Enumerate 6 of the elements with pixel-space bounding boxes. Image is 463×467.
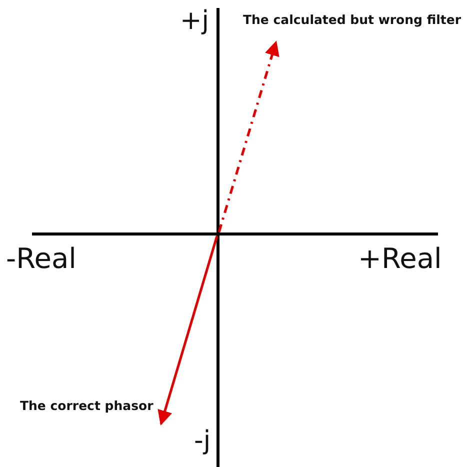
axis-label: +Real bbox=[358, 245, 442, 273]
phasor-label: The correct phasor bbox=[20, 400, 154, 412]
axis-label: -j bbox=[194, 428, 211, 454]
axis-label: +j bbox=[180, 8, 210, 34]
phasor-label: The calculated but wrong filter bbox=[243, 14, 462, 26]
axis-label: -Real bbox=[6, 245, 76, 273]
